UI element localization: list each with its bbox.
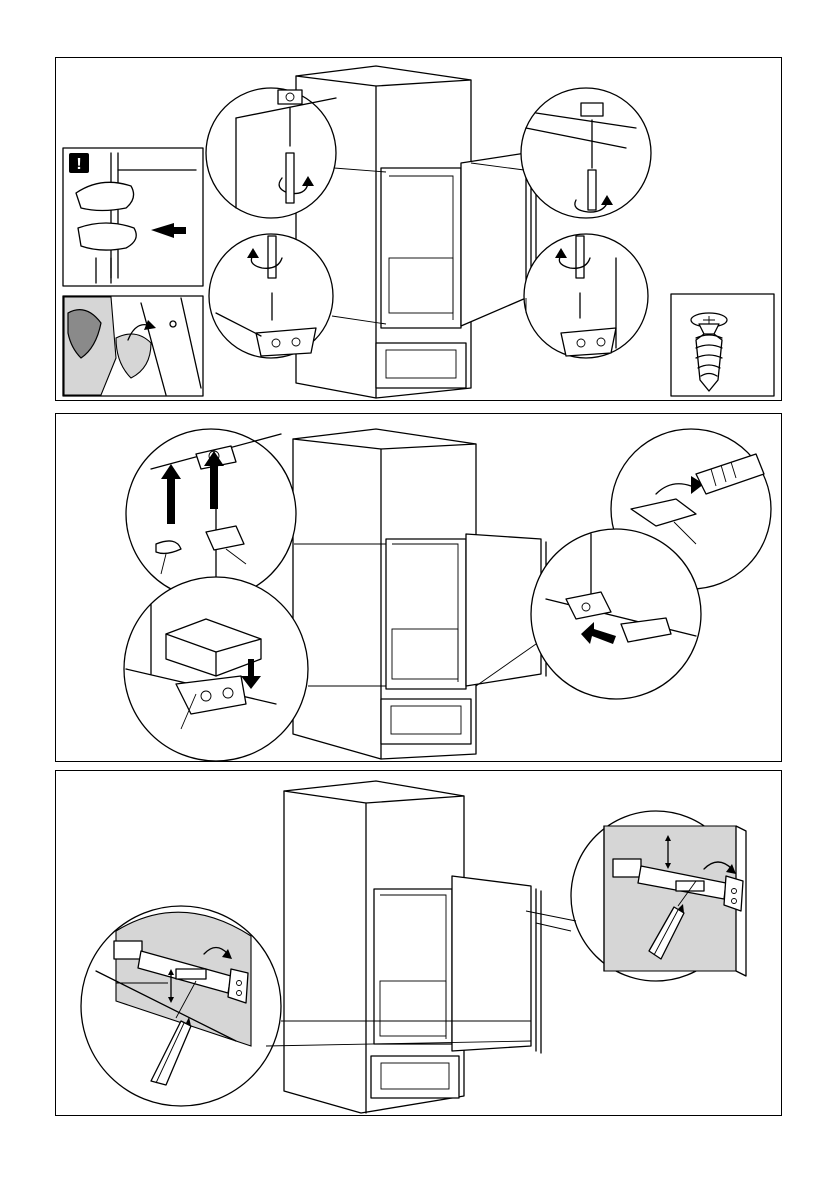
cabinet	[284, 781, 541, 1113]
zoom-bottom-right	[524, 234, 648, 358]
cabinet	[293, 429, 546, 759]
illustration-hinge-covers	[56, 414, 782, 762]
panel-step-3	[55, 770, 782, 1116]
panel-step-2	[55, 413, 782, 762]
illustration-remove-hinges: !	[56, 58, 782, 401]
screw-icon	[691, 313, 727, 391]
cabinet	[296, 66, 536, 398]
zoom-right	[526, 811, 746, 981]
warning-glyph: !	[76, 156, 81, 173]
photo-box	[63, 296, 203, 396]
arrow-icon	[151, 223, 186, 238]
illustration-mark-door-bracket	[56, 771, 782, 1116]
warning-box: !	[63, 148, 203, 286]
screw-box	[671, 294, 774, 396]
panel-step-1: !	[55, 57, 782, 401]
